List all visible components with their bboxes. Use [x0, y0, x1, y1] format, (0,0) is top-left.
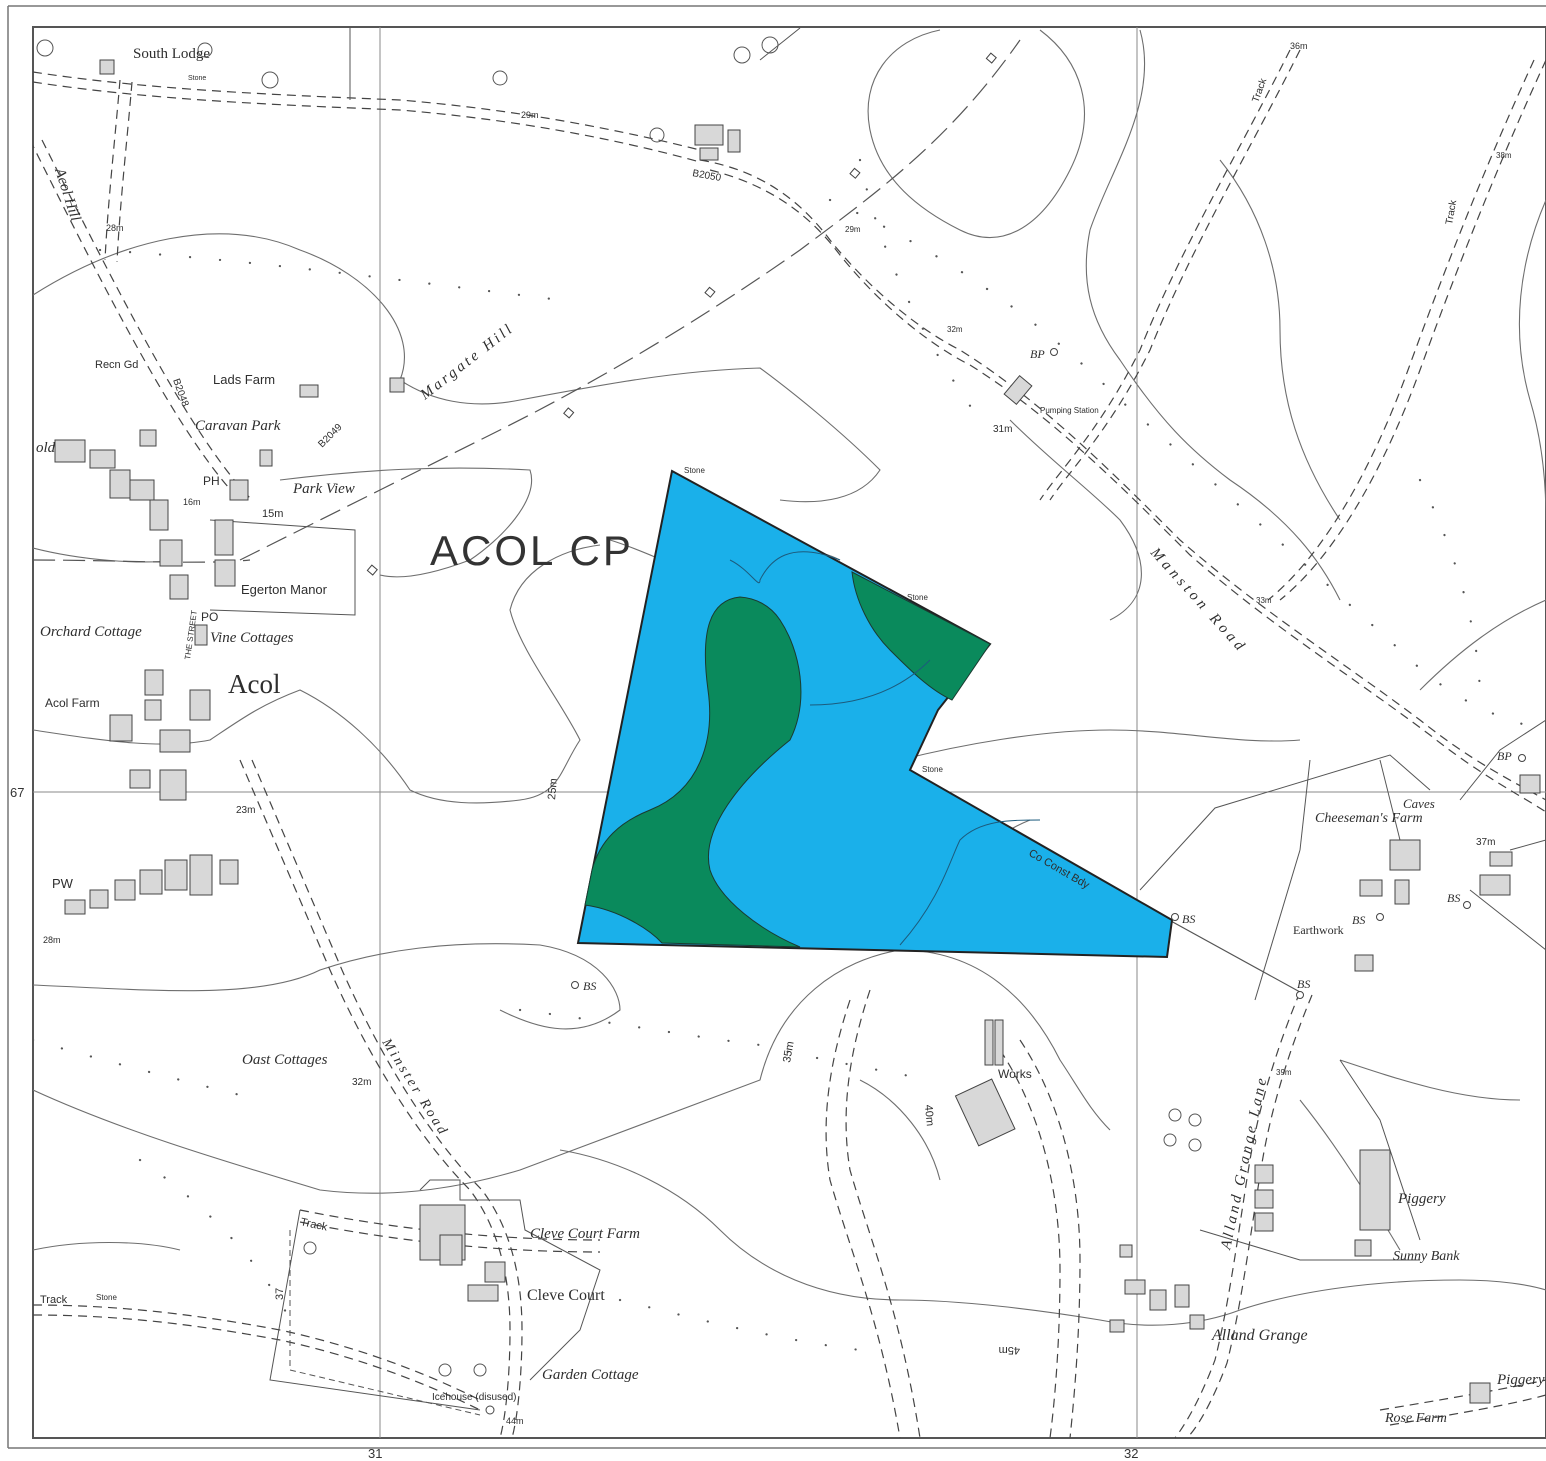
place-piggery-1: Piggery: [1397, 1191, 1446, 1207]
place-oast-cottages: Oast Cottages: [242, 1052, 328, 1068]
contour-label: 40m: [922, 1104, 936, 1126]
spot-height: 29m: [845, 225, 861, 234]
site-inner-contour-3: [729, 551, 841, 583]
field-lines: [209, 27, 1546, 1411]
marker-bs-lane: BS: [1297, 977, 1310, 991]
village-label: Acol: [228, 669, 280, 699]
map-frame: [32, 26, 1546, 1439]
boundary-dots: [1159, 914, 1301, 993]
marker-bp-2: BP: [1497, 749, 1512, 763]
place-orchard-cottage: Orchard Cottage: [40, 624, 142, 640]
road-track-3: Track: [299, 1216, 328, 1233]
spot-height: 23m: [236, 805, 255, 816]
place-garden-cottage: Garden Cottage: [542, 1367, 639, 1383]
marker-stone-top: Stone: [684, 466, 705, 475]
spot-height: 36m: [1290, 41, 1308, 51]
road-b2049: B2049: [316, 422, 345, 451]
place-acol-farm: Acol Farm: [45, 696, 100, 710]
road-b2048: B2048: [170, 377, 190, 408]
place-cheesemans-farm: Cheeseman's Farm: [1315, 811, 1423, 826]
marker-bs-farm2: BS: [1447, 891, 1460, 905]
farm-buildings: [419, 124, 1541, 1404]
place-south-lodge: South Lodge: [133, 46, 210, 62]
place-rose-farm: Rose Farm: [1384, 1411, 1447, 1426]
contour-label: 37: [274, 1288, 286, 1300]
spot-height: 16m: [183, 497, 201, 507]
site-boundary[interactable]: [576, 469, 1174, 959]
place-recn-gd: Recn Gd: [95, 359, 138, 371]
place-cleve-court: Cleve Court: [527, 1287, 605, 1304]
road-track-2: Track: [1444, 198, 1459, 225]
place-piggery-2: Piggery: [1496, 1372, 1545, 1388]
spot-height: 38m: [1496, 151, 1512, 160]
site-zone-west[interactable]: [584, 596, 802, 948]
spot-height: 28m: [43, 935, 61, 945]
place-park-view: Park View: [292, 481, 355, 497]
road-manston-road: Manston Road: [1146, 544, 1250, 656]
place-earthwork: Earthwork: [1293, 923, 1344, 937]
spot-height: 44m: [506, 1416, 524, 1426]
acol-village-buildings: [54, 59, 405, 915]
spot-height: 37m: [1476, 837, 1495, 848]
place-works: Works: [998, 1067, 1032, 1081]
place-caravan-park: Caravan Park: [195, 418, 281, 434]
place-egerton-manor: Egerton Manor: [241, 582, 328, 597]
place-po: PO: [201, 610, 218, 624]
cleve-court-enclosure: [289, 1230, 495, 1416]
road-margate-hill: Margate Hill: [417, 320, 518, 404]
place-alland-grange: Alland Grange: [1211, 1327, 1308, 1344]
tree-symbols: [36, 36, 1202, 1377]
place-cleve-court-farm: Cleve Court Farm: [530, 1226, 640, 1242]
parish-label: ACOL CP: [430, 527, 634, 574]
spot-heights: 28m 28m 29m 29m 31m 32m 32m 33m 36m 37m …: [43, 41, 1512, 1426]
marker-stone-lodge: Stone: [188, 75, 206, 82]
place-vine-cottages: Vine Cottages: [210, 630, 294, 646]
place-pw: PW: [52, 876, 74, 891]
marker-bp-1: BP: [1030, 347, 1045, 361]
road-minster-road: Minster Road: [378, 1035, 451, 1139]
place-caves: Caves: [1403, 796, 1435, 811]
site-inner-contour: [809, 659, 931, 706]
spot-height: 15m: [262, 508, 283, 520]
site-zone-northeast[interactable]: [851, 571, 991, 701]
spot-height: 39m: [1276, 1068, 1292, 1077]
marker-bs-site: BS: [1182, 912, 1195, 926]
road-track-4: Track: [40, 1294, 68, 1306]
marker-stone-right: Stone: [907, 593, 928, 602]
spot-height: 28m: [106, 223, 124, 233]
spot-height: 31m: [993, 424, 1012, 435]
contour-label: 25m: [546, 778, 560, 800]
dashed-tracks: [33, 49, 1546, 1438]
road-acol-hill: Acol Hill: [51, 165, 83, 223]
road-track-1: Track: [1250, 76, 1269, 104]
place-pumping-station: Pumping Station: [1040, 406, 1099, 415]
site-inner-contour-2: [899, 819, 1041, 946]
spot-height: 32m: [352, 1077, 371, 1088]
place-sunny-bank: Sunny Bank: [1393, 1249, 1460, 1264]
grid-easting-32: 32: [1124, 1446, 1138, 1461]
place-old: old: [36, 440, 56, 456]
dotted-boundaries: [33, 158, 1546, 1352]
spot-height: 29m: [521, 110, 539, 120]
place-icehouse: Icehouse (disused): [432, 1392, 517, 1403]
road-b2050: B2050: [691, 168, 722, 184]
marker-bs-farm1: BS: [1352, 913, 1365, 927]
marker-stone-inner: Stone: [922, 765, 943, 774]
grid-northing-67: 67: [10, 785, 24, 800]
boundary-stones: [366, 52, 1526, 999]
marker-bs-left: BS: [583, 979, 596, 993]
place-lads-farm: Lads Farm: [213, 372, 275, 387]
contour-label: 35m: [781, 1040, 797, 1063]
marker-stone-track: Stone: [96, 1293, 117, 1302]
place-ph: PH: [203, 474, 220, 488]
spot-height: 33m: [1256, 596, 1272, 605]
contour-label: 45m: [999, 1344, 1020, 1356]
spot-height: 32m: [947, 325, 963, 334]
grid-easting-31: 31: [368, 1446, 382, 1461]
